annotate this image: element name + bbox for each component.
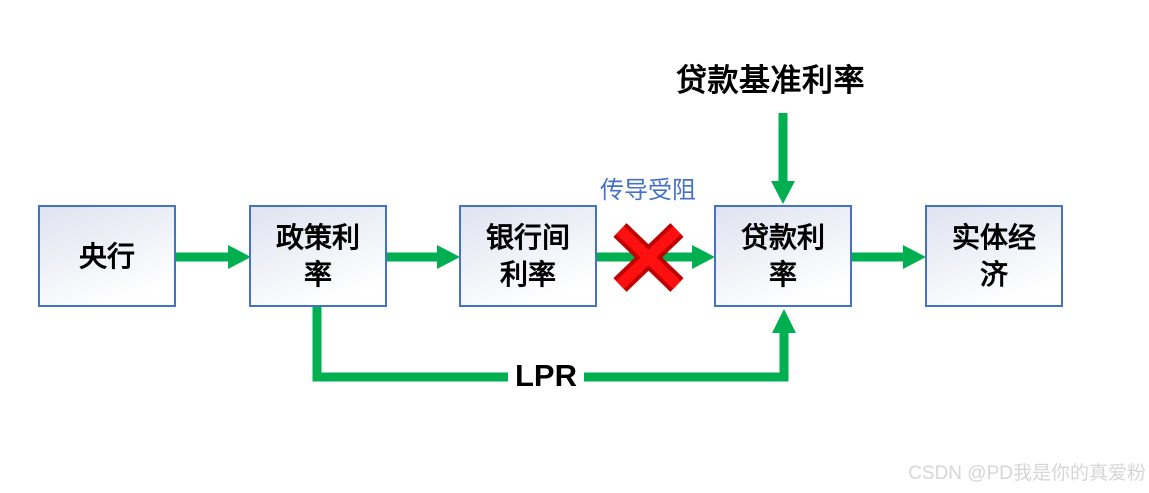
box-central-bank: 央行 (38, 205, 176, 307)
blocked-transmission-label: 传导受阻 (600, 177, 696, 204)
box-central-bank-label: 央行 (78, 240, 135, 272)
arrow-central-bank-to-policy-rate (176, 245, 251, 269)
lpr-label: LPR (508, 358, 584, 394)
box-policy-rate: 政策利 率 (249, 205, 387, 307)
box-loan-rate-label: 贷款利 率 (740, 222, 825, 290)
arrow-policy-rate-to-interbank-rate (387, 245, 460, 269)
box-policy-rate-label: 政策利 率 (275, 222, 360, 290)
box-real-economy-label: 实体经 济 (951, 222, 1036, 290)
box-interbank-rate-label: 银行间 利率 (485, 222, 570, 290)
arrow-loan-rate-to-real-economy (852, 245, 926, 269)
benchmark-rate-label: 贷款基准利率 (676, 63, 865, 98)
blocked-x-icon (613, 223, 684, 292)
box-interbank-rate: 银行间 利率 (459, 205, 597, 307)
box-real-economy: 实体经 济 (925, 205, 1063, 307)
arrow-benchmark-to-loan-rate (771, 113, 795, 204)
box-loan-rate: 贷款利 率 (714, 205, 852, 307)
watermark: CSDN @PD我是你的真爱粉 (908, 463, 1146, 484)
